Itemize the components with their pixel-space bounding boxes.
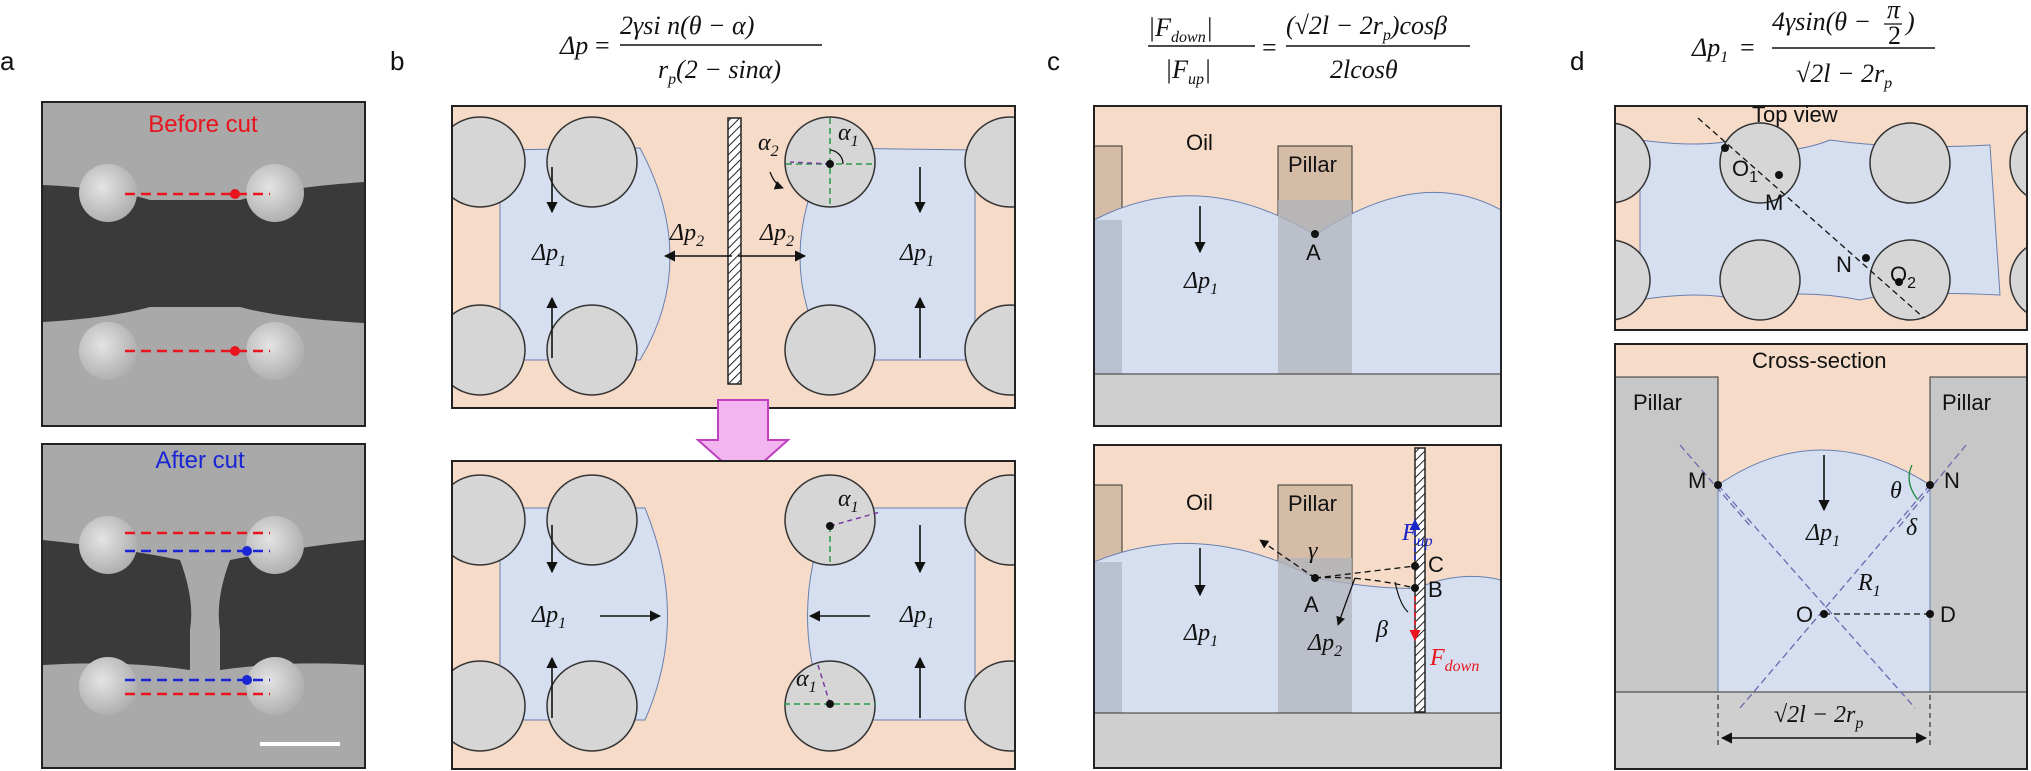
svg-text:π: π: [1887, 0, 1901, 24]
b-bot-alpha1-bottom: α1: [796, 666, 817, 696]
c-bot-oil: Oil: [1186, 490, 1213, 515]
c-bot-point-a: A: [1304, 592, 1319, 617]
d-cs-n-label: N: [1944, 468, 1960, 493]
d-dp1: Δp1: [1805, 520, 1840, 550]
before-cut-label: Before cut: [148, 111, 258, 138]
svg-text:): ): [1904, 7, 1915, 36]
c-bot-f-up: Fup: [1401, 520, 1433, 550]
svg-text:2: 2: [1888, 21, 1901, 50]
d-d-label: D: [1940, 602, 1956, 627]
d-top-n-label: N: [1836, 252, 1852, 277]
micrograph-after: After cut: [41, 443, 366, 769]
c-top-point-a: A: [1306, 240, 1321, 265]
c-bot-dp1: Δp1: [1183, 620, 1218, 650]
d-theta: θ: [1890, 478, 1902, 504]
equation-d: Δp1 = 4γsin(θ − π 2 ) √2l − 2rp: [1691, 0, 1935, 92]
svg-text:|Fdown|: |Fdown|: [1148, 13, 1213, 46]
svg-text:(√2l − 2rp)cosβ: (√2l − 2rp)cosβ: [1286, 11, 1447, 44]
panel-label-a: a: [0, 46, 15, 76]
svg-text:2γsi n(θ − α): 2γsi n(θ − α): [620, 11, 754, 40]
c-bot-point-b: B: [1428, 577, 1443, 602]
c-top-pillar: Pillar: [1288, 152, 1337, 177]
b-top-dp2-right: Δp2: [759, 220, 794, 250]
panel-c-top: [1094, 106, 1501, 426]
cross-section-title: Cross-section: [1752, 348, 1886, 373]
equation-b: Δp = 2γsi n(θ − α) rp(2 − sinα): [559, 11, 822, 88]
d-width-label: √2l − 2rp: [1774, 702, 1863, 732]
svg-text:Δp1: Δp1: [1691, 33, 1728, 66]
micrograph-before: Before cut: [41, 101, 366, 427]
svg-text:rp(2 − sinα): rp(2 − sinα): [658, 55, 781, 88]
panel-label-d: d: [1570, 46, 1584, 76]
d-o-label: O: [1796, 602, 1813, 627]
panel-label-c: c: [1047, 46, 1060, 76]
c-bot-dp2: Δp2: [1307, 630, 1342, 660]
panel-d-top-view: [1615, 106, 2027, 330]
c-bot-beta: β: [1375, 617, 1388, 643]
svg-text:Δp: Δp: [559, 31, 588, 60]
svg-text:√2l − 2rp: √2l − 2rp: [1796, 59, 1892, 92]
b-bot-dp1-right: Δp1: [899, 602, 934, 632]
top-view-title: Top view: [1752, 102, 1838, 127]
d-delta: δ: [1906, 515, 1918, 541]
d-r1: R1: [1857, 570, 1881, 600]
panel-label-b: b: [390, 46, 404, 76]
d-cs-m-label: M: [1688, 468, 1706, 493]
panel-b-before: [452, 106, 1015, 408]
svg-text:=: =: [595, 31, 610, 60]
svg-text:|Fup|: |Fup|: [1165, 55, 1211, 88]
c-bot-pillar: Pillar: [1288, 491, 1337, 516]
panel-c-bottom: [1094, 445, 1501, 768]
svg-text:=: =: [1262, 33, 1277, 62]
d-pillar-right: Pillar: [1942, 390, 1991, 415]
b-top-dp1-left: Δp1: [531, 240, 566, 270]
c-bot-f-down: Fdown: [1429, 645, 1479, 675]
b-top-alpha1: α1: [838, 120, 859, 150]
b-top-dp1-right: Δp1: [899, 240, 934, 270]
b-bot-alpha1-top: α1: [838, 486, 859, 516]
panel-d-cross-section: [1615, 344, 2027, 769]
b-top-dp2-left: Δp2: [669, 220, 704, 250]
c-top-oil: Oil: [1186, 130, 1213, 155]
c-top-dp1: Δp1: [1183, 268, 1218, 298]
d-top-m-label: M: [1765, 190, 1783, 215]
svg-text:4γsin(θ −: 4γsin(θ −: [1772, 7, 1871, 36]
c-bot-point-c: C: [1428, 552, 1444, 577]
d-pillar-left: Pillar: [1633, 390, 1682, 415]
after-cut-label: After cut: [155, 447, 245, 474]
panel-b-after: [452, 461, 1015, 769]
c-bot-gamma: γ: [1308, 538, 1318, 564]
d-o2-label: O2: [1890, 262, 1916, 292]
b-top-alpha2: α2: [758, 130, 779, 160]
svg-text:2lcosθ: 2lcosθ: [1330, 55, 1398, 84]
equation-c: |Fdown| |Fup| = (√2l − 2rp)cosβ 2lcosθ: [1148, 11, 1470, 88]
b-bot-dp1-left: Δp1: [531, 602, 566, 632]
d-o1-label: O1: [1732, 156, 1758, 186]
svg-text:=: =: [1740, 33, 1755, 62]
